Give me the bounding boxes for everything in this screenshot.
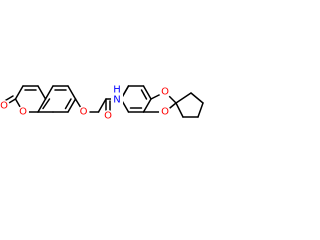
bond-c6-c7 bbox=[67, 85, 77, 100]
structure-diagram: O O O O H N O O bbox=[0, 85, 204, 122]
bond-c4a-c8a bbox=[37, 98, 47, 113]
bond-cp1-cp2 bbox=[190, 92, 204, 104]
bond-spiro-cp1 bbox=[175, 92, 192, 104]
atom-labels: O O O O H N O O bbox=[0, 85, 171, 122]
bond-c4a-c8a-inner bbox=[42, 98, 51, 110]
bond-c4-c4a bbox=[37, 85, 47, 100]
cyclopentane-ring bbox=[175, 92, 204, 118]
bond-b3-b4 bbox=[142, 98, 152, 113]
atom-o-ether: O bbox=[80, 107, 88, 118]
bond-cp2-cp3 bbox=[197, 102, 204, 118]
atom-o-dioxole-lower: O bbox=[161, 107, 169, 118]
bond-b2-b3 bbox=[142, 85, 152, 100]
atom-n-amide: N bbox=[113, 95, 120, 106]
bond-ch2-carbonyl bbox=[97, 98, 107, 113]
atom-o-carbonyl-lactone: O bbox=[0, 101, 8, 112]
bond-cp4-spiro bbox=[175, 102, 184, 118]
atom-o-dioxole-upper: O bbox=[161, 87, 169, 98]
bond-c2-c3 bbox=[14, 85, 24, 100]
coumarin-ring bbox=[1, 85, 77, 113]
molecule-canvas: O O O O H N O O bbox=[0, 85, 204, 122]
bond-c7-c8 bbox=[67, 98, 77, 113]
atom-o-ring-lactone: O bbox=[19, 107, 27, 118]
atom-h-amide: H bbox=[113, 85, 121, 96]
bond-b2-b3-inner bbox=[140, 89, 148, 100]
atom-o-carbonyl-amide: O bbox=[104, 111, 112, 122]
bond-c7-c8-inner bbox=[64, 98, 72, 110]
bond-c4a-c5 bbox=[44, 85, 54, 100]
